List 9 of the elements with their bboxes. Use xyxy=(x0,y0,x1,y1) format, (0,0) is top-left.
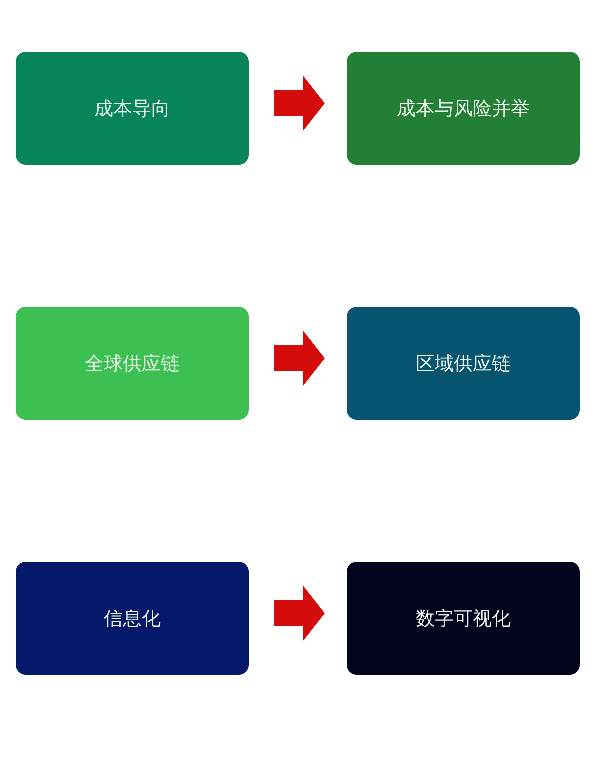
process-box: 数字可视化 xyxy=(347,562,580,675)
process-box: 全球供应链 xyxy=(16,307,249,420)
process-box: 成本导向 xyxy=(16,52,249,165)
block-arrow xyxy=(274,76,325,132)
process-box: 信息化 xyxy=(16,562,249,675)
process-box: 区域供应链 xyxy=(347,307,580,420)
block-arrow xyxy=(274,586,325,642)
block-arrow xyxy=(274,330,325,386)
process-box: 成本与风险并举 xyxy=(347,52,580,165)
